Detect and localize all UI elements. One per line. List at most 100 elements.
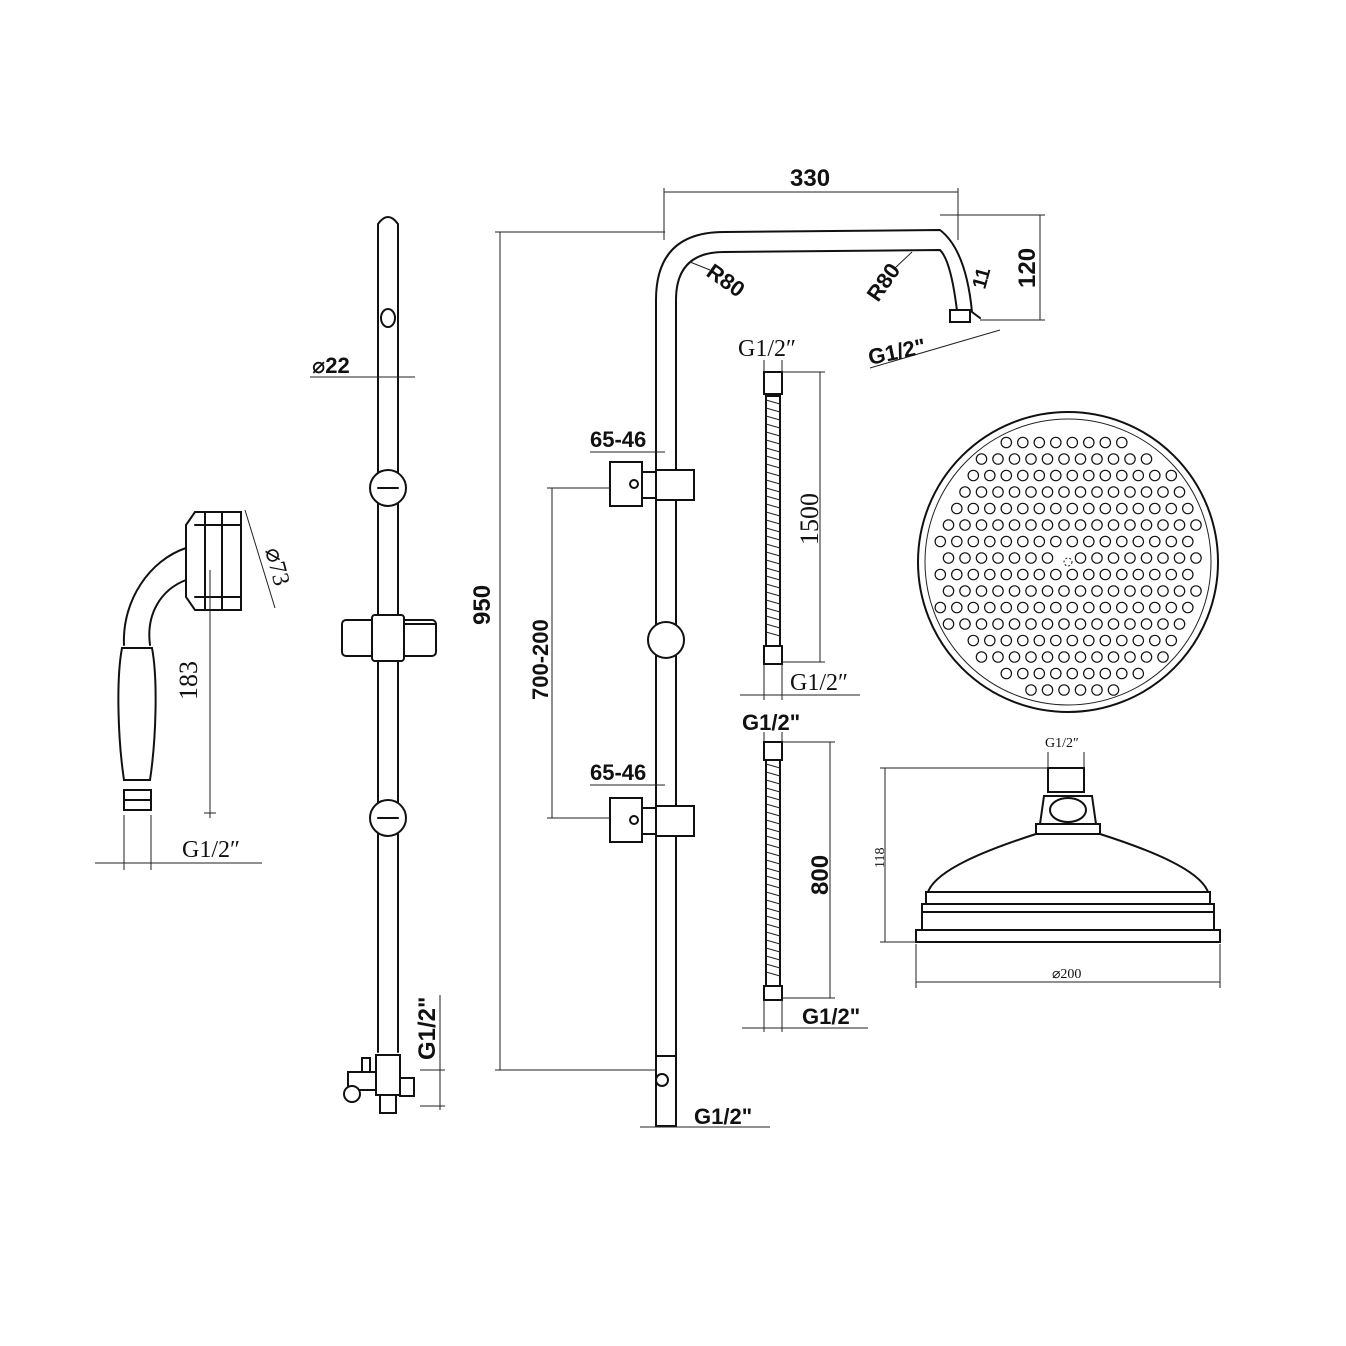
rose-nozzle: [1041, 585, 1054, 597]
rose-nozzle: [1000, 436, 1013, 449]
rose-nozzle: [1050, 667, 1062, 680]
rose-nozzle: [1157, 486, 1169, 498]
rose-nozzle: [1091, 684, 1103, 696]
rose-side: 118 G1/2″ ⌀200: [873, 736, 1221, 988]
rose-nozzle: [1124, 618, 1136, 630]
hose-long: 1500 G1/2″ G1/2″: [738, 336, 860, 700]
rose-nozzle: [975, 618, 988, 630]
rose-nozzle: [1008, 453, 1021, 465]
rose-nozzle: [1074, 585, 1087, 597]
rose-nozzle: [942, 618, 955, 630]
bracket-upper-label: 65-46: [590, 427, 646, 452]
rose-nozzle: [1116, 502, 1128, 515]
rose-nozzle: [1074, 552, 1087, 564]
rose-diameter-label: ⌀200: [1052, 967, 1081, 982]
rose-nozzle: [1190, 585, 1202, 597]
hose-long-length-label: 1500: [795, 493, 824, 545]
slide-rail: ⌀22 G1/2": [310, 216, 445, 1114]
rose-nozzle: [1058, 651, 1070, 663]
rose-nozzle: [1008, 618, 1021, 630]
rose-nozzle: [983, 502, 996, 515]
rose-nozzle: [1157, 552, 1169, 564]
hose-long-thread-top-label: G1/2″: [738, 336, 796, 362]
rose-nozzle: [1140, 486, 1153, 498]
rose-nozzle: [983, 469, 996, 482]
rose-nozzle: [959, 585, 971, 597]
rose-nozzle: [1132, 568, 1145, 581]
rose-nozzle: [1107, 552, 1120, 564]
rose-nozzle: [1074, 684, 1087, 696]
rose-nozzle: [1182, 601, 1194, 614]
rose-nozzle: [1041, 618, 1054, 630]
rose-nozzle: [967, 601, 980, 614]
rose-nozzle: [1140, 585, 1153, 597]
rose-nozzle: [1074, 618, 1087, 630]
rose-nozzle: [1182, 502, 1194, 515]
rose-nozzle: [1025, 486, 1037, 498]
rose-nozzle: [1140, 453, 1153, 465]
rose-nozzle: [1083, 436, 1095, 449]
rose-nozzle: [1025, 684, 1037, 696]
rose-nozzle: [1099, 535, 1112, 548]
rose-nozzle: [1016, 436, 1029, 449]
rose-nozzle: [1025, 585, 1037, 597]
rose-nozzle: [1124, 651, 1136, 663]
rose-nozzle: [1008, 519, 1021, 531]
rose-nozzle: [983, 568, 996, 581]
rose-nozzle: [1124, 486, 1136, 498]
rose-nozzle: [1099, 502, 1112, 515]
rose-nozzle: [1116, 667, 1128, 680]
rose-nozzle: [1050, 502, 1062, 515]
rose-nozzle: [1058, 585, 1070, 597]
rose-face: [917, 411, 1219, 713]
rose-nozzle: [1091, 453, 1103, 465]
rose-nozzle: [959, 519, 971, 531]
rose-nozzle: [1016, 634, 1029, 647]
rose-nozzle: [1066, 436, 1079, 449]
rose-nozzle: [992, 552, 1004, 564]
rose-nozzle: [967, 469, 980, 482]
rose-nozzle: [1074, 453, 1087, 465]
rose-nozzle: [1066, 469, 1079, 482]
rose-nozzle: [1033, 634, 1046, 647]
rose-nozzle: [1058, 486, 1070, 498]
rose-nozzle: [1165, 634, 1178, 647]
rose-thread-label: G1/2″: [1045, 736, 1079, 751]
rose-nozzle: [1074, 651, 1087, 663]
rose-nozzle: [1182, 535, 1194, 548]
rose-nozzle: [1149, 634, 1161, 647]
rose-nozzle: [1025, 552, 1037, 564]
rose-nozzle: [1000, 535, 1013, 548]
rose-nozzle: [1107, 519, 1120, 531]
rose-nozzle: [1116, 469, 1128, 482]
hose-short: 800 G1/2" G1/2": [742, 710, 868, 1032]
rose-nozzle: [1016, 601, 1029, 614]
rose-nozzle: [1000, 502, 1013, 515]
hose-long-thread-bottom-label: G1/2″: [790, 670, 848, 696]
rose-nozzle: [1033, 667, 1046, 680]
rose-nozzle: [1116, 436, 1128, 449]
rose-nozzle: [1025, 453, 1037, 465]
rose-nozzle: [992, 585, 1004, 597]
rose-nozzle: [1099, 469, 1112, 482]
rail-diameter-label: ⌀22: [312, 353, 350, 378]
rose-nozzle: [1058, 618, 1070, 630]
rose-nozzle: [1116, 601, 1128, 614]
riser-pipe: 950 700-200 65-46 65-46 G1/2": [469, 229, 981, 1129]
rose-nozzle: [1083, 469, 1095, 482]
rose-nozzle: [1025, 651, 1037, 663]
rose-nozzle: [942, 585, 955, 597]
rose-nozzle: [1116, 634, 1128, 647]
rose-nozzle: [975, 519, 988, 531]
rose-nozzle: [1050, 568, 1062, 581]
rose-nozzle: [1050, 469, 1062, 482]
rose-nozzle: [967, 634, 980, 647]
rose-nozzle: [959, 486, 971, 498]
bracket-spacing-label: 700-200: [528, 619, 553, 700]
rose-nozzle: [934, 535, 947, 548]
rose-nozzle: [1149, 601, 1161, 614]
rose-nozzle: [1066, 667, 1079, 680]
rose-nozzle: [1165, 502, 1178, 515]
rose-nozzle: [1182, 568, 1194, 581]
